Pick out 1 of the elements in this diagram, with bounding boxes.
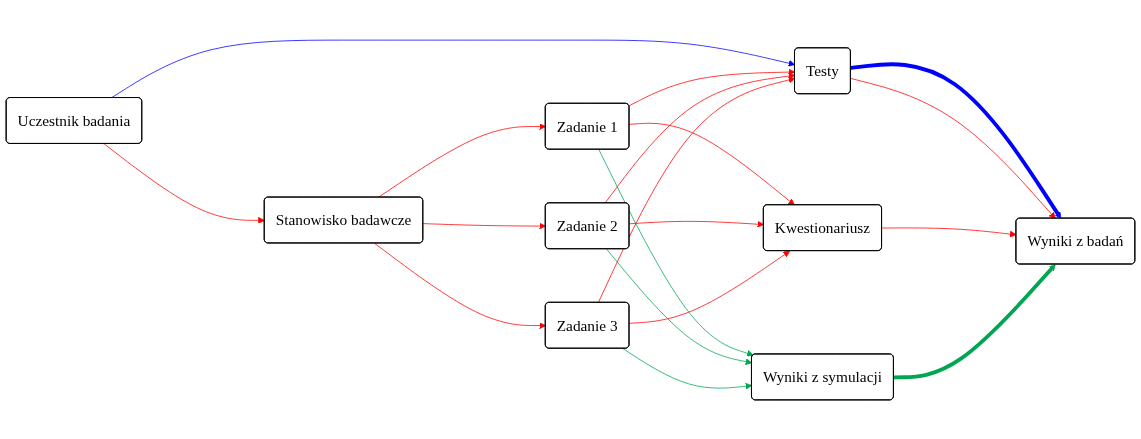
arrow [893,263,1056,379]
